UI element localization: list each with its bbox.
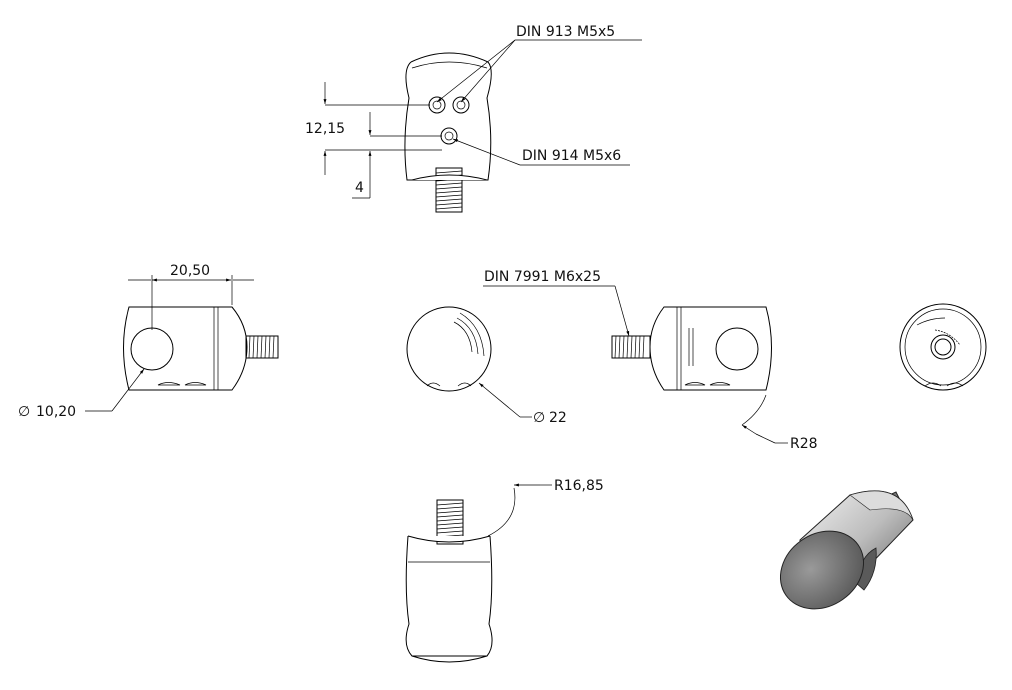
top-screws-label: DIN 913 M5x5 [516, 24, 615, 40]
dim-r28: R28 [790, 436, 818, 452]
bottom-screw-label: DIN 914 M5x6 [522, 148, 621, 164]
dim-dia-10-20: 10,20 [36, 404, 76, 420]
diameter-symbol-2: ∅ [533, 410, 545, 426]
dim-dia-22: 22 [549, 410, 567, 426]
dim-12-15: 12,15 [305, 121, 345, 137]
back-view [899, 303, 987, 391]
dim-4: 4 [355, 180, 364, 196]
screw-callout: DIN 7991 M6x25 [484, 269, 601, 285]
dim-20-50: 20,50 [170, 263, 210, 279]
isometric-view [779, 490, 914, 610]
dim-r16-85: R16,85 [554, 478, 604, 494]
front-view: 20,50 ∅ 10,20 [18, 263, 279, 420]
bottom-view: R16,85 [405, 478, 604, 663]
side-view: DIN 7991 M6x25 R28 [483, 269, 818, 452]
end-view: ∅ 22 [406, 306, 567, 426]
diameter-symbol: ∅ [18, 404, 30, 420]
top-view: DIN 913 M5x5 DIN 914 M5x6 12,15 4 [305, 24, 642, 213]
